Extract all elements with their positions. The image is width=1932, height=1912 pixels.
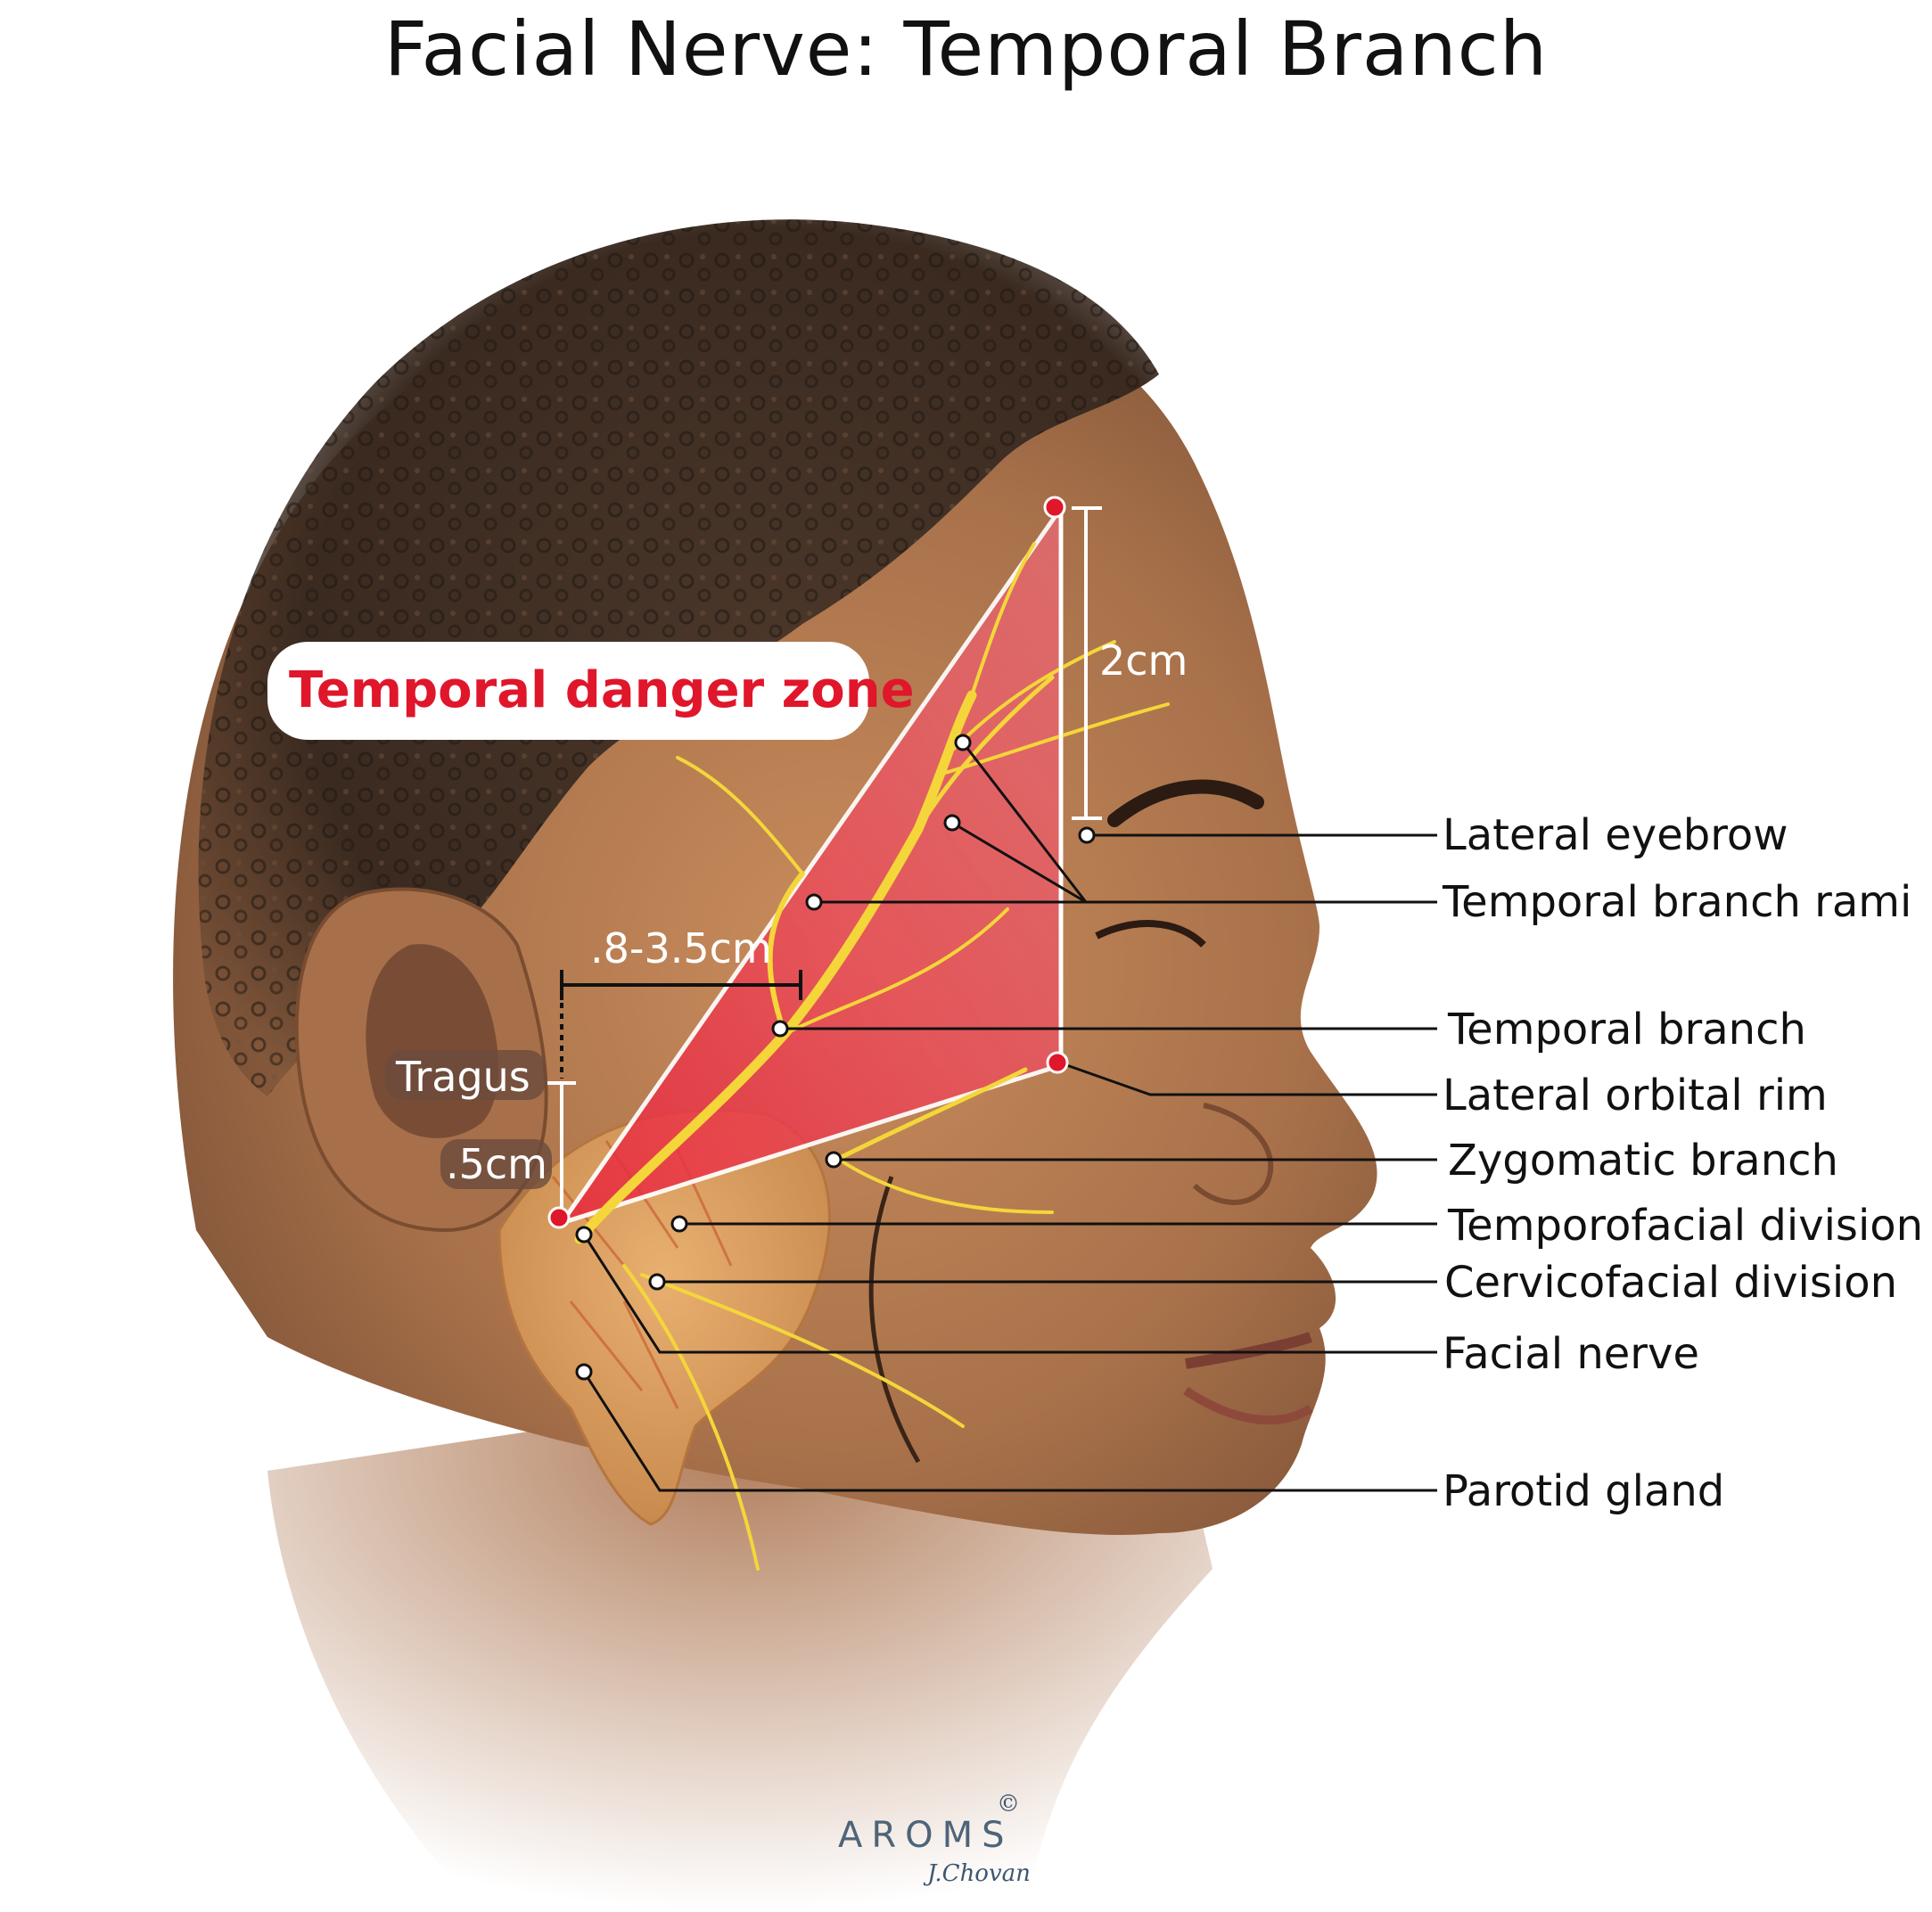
measure-small: .5cm	[446, 1140, 547, 1188]
tragus-label-bg	[385, 1050, 546, 1100]
credit-artist: J.Chovan	[923, 1860, 1031, 1887]
label-zygomatic-branch: Zygomatic branch	[1448, 1136, 1838, 1186]
tragus-label: Tragus	[395, 1053, 530, 1101]
label-temporal-branch-rami: Temporal branch rami	[1442, 877, 1911, 927]
danger-zone-badge	[267, 642, 869, 740]
danger-zone-label: Temporal danger zone	[289, 661, 915, 719]
credit-copyright: ©	[997, 1791, 1020, 1818]
label-lateral-orbital-rim: Lateral orbital rim	[1443, 1071, 1828, 1120]
label-temporofacial-division: Temporofacial division	[1447, 1201, 1923, 1251]
label-lateral-eyebrow: Lateral eyebrow	[1443, 810, 1788, 860]
label-cervicofacial-division: Cervicofacial division	[1444, 1258, 1897, 1308]
credit-brand: AROMS	[838, 1815, 1014, 1856]
label-temporal-branch: Temporal branch	[1447, 1005, 1806, 1054]
diagram-title: Facial Nerve: Temporal Branch	[383, 5, 1549, 93]
measure-2cm: 2cm	[1099, 636, 1188, 685]
measure-horizontal-range: .8-3.5cm	[590, 924, 772, 972]
label-parotid-gland: Parotid gland	[1443, 1466, 1724, 1516]
small-measure-bg	[440, 1139, 552, 1189]
label-facial-nerve: Facial nerve	[1443, 1329, 1699, 1379]
